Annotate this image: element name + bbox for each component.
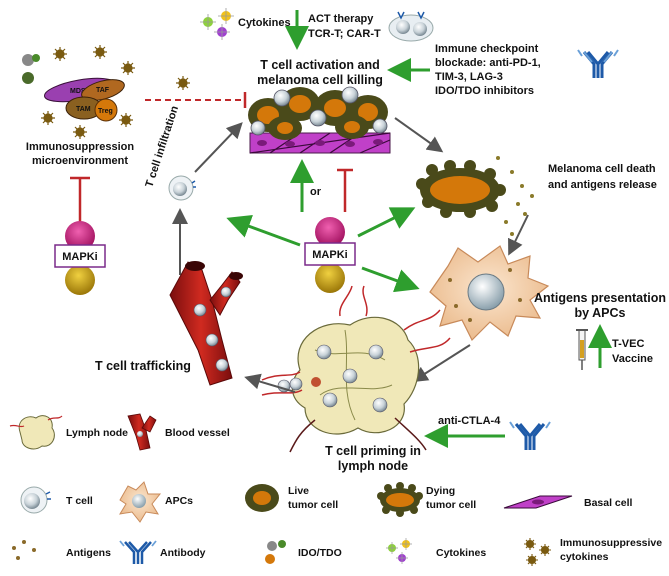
- tam-label: TAM: [76, 106, 91, 113]
- cytokines-label: Cytokines: [238, 17, 291, 29]
- mapki-to-death-arrow: [357, 207, 416, 238]
- legend-live-line1: Live: [288, 485, 309, 497]
- t-cell-icon: [20, 486, 51, 514]
- immunosuppression-line2: microenvironment: [32, 155, 128, 167]
- infiltrating-tcell: [168, 175, 196, 201]
- treg-label: Treg: [98, 108, 113, 115]
- death-to-apc-arrow: [508, 214, 529, 256]
- legend-basal-cell: Basal cell: [584, 497, 633, 509]
- mdsc-label: MDSC: [70, 88, 91, 95]
- cytokine-icon: [200, 8, 234, 40]
- mapki-to-apc-arrow: [361, 266, 420, 293]
- basal-cell-icon: [503, 495, 573, 509]
- death-line1: Melanoma cell death: [548, 163, 656, 175]
- lymph-node-icon: [9, 415, 63, 450]
- legend-t-cell: T cell: [66, 495, 93, 507]
- mapki-to-infiltration-arrow: [226, 214, 301, 247]
- antigen-dots: [496, 156, 534, 236]
- tumor-cluster: [248, 86, 388, 140]
- live-tumor-icon: [245, 484, 279, 512]
- tumor-killing-scene: [248, 86, 391, 154]
- mapki-left: MAPKi: [54, 221, 106, 295]
- taf-label: TAF: [96, 87, 110, 94]
- legend-cytokines: Cytokines: [436, 547, 486, 559]
- mapki-center-label: MAPKi: [312, 249, 347, 261]
- legend-lymph-node: Lymph node: [66, 427, 128, 439]
- checkpoint-line4: IDO/TDO inhibitors: [435, 85, 534, 97]
- tvec-line2: Vaccine: [612, 353, 653, 365]
- legend-ido-tdo: IDO/TDO: [298, 547, 342, 559]
- basal-cell-layer: [249, 132, 391, 154]
- priming-line1: T cell priming in: [325, 444, 421, 458]
- checkpoint-line2: blockade: anti-PD-1,: [435, 57, 541, 69]
- antibody-icon-ctla4: [509, 421, 551, 450]
- antibody-icon: [577, 49, 619, 78]
- trafficking-label: T cell trafficking: [95, 359, 191, 373]
- act-therapy-label: ACT therapy: [308, 13, 374, 25]
- tvec-line1: T-VEC: [612, 338, 644, 350]
- legend-antigens: Antigens: [66, 547, 111, 559]
- legend: Lymph node Blood vessel T cell APCs Live…: [9, 413, 662, 566]
- legend-antibody: Antibody: [160, 547, 206, 559]
- blood-vessel-large: [169, 261, 243, 386]
- lymph-node: [261, 285, 451, 453]
- mapki-left-label: MAPKi: [62, 251, 97, 263]
- immunosuppressive-cytokine-icon: [524, 538, 551, 566]
- death-line2: and antigens release: [548, 179, 657, 191]
- presentation-line1: Antigens presentation: [534, 291, 666, 305]
- blood-vessel-icon: [127, 413, 157, 451]
- legend-immunosuppressive-line1: Immunosuppressive: [560, 537, 662, 549]
- legend-dying-line2: tumor cell: [426, 499, 476, 511]
- ido-tdo-icon: [265, 540, 286, 564]
- or-label: or: [310, 186, 322, 198]
- dying-tumor-icon: [377, 482, 423, 517]
- tme-cluster: MDSC TAF TAM Treg: [22, 45, 190, 139]
- syringe-icon: [576, 329, 588, 370]
- legend-blood-vessel: Blood vessel: [165, 427, 230, 439]
- immunosuppressive-cytokine-cluster: [41, 45, 190, 139]
- apc-to-lymph-arrow: [411, 344, 471, 383]
- presentation-line2: by APCs: [575, 306, 626, 320]
- antibody-icon-legend: [119, 540, 157, 564]
- killing-to-death-arrow: [394, 117, 444, 153]
- mapki-center: MAPKi: [304, 217, 356, 293]
- tcr-car-label: TCR-T; CAR-T: [308, 28, 381, 40]
- activation-line2: melanoma cell killing: [257, 73, 383, 87]
- infiltration-arrow-upper: [194, 122, 243, 173]
- antigen-icon: [12, 540, 36, 560]
- legend-live-line2: tumor cell: [288, 499, 338, 511]
- infiltration-label: T cell infiltration: [143, 104, 181, 189]
- engineered-tcell-icon: [388, 11, 434, 42]
- apc-large: [429, 245, 550, 342]
- cytokines-top: Cytokines: [200, 8, 291, 40]
- legend-apcs: APCs: [165, 495, 193, 507]
- dying-tumor: [416, 160, 506, 218]
- apc-icon: [119, 481, 162, 523]
- activation-line1: T cell activation and: [260, 58, 379, 72]
- cytokine-legend-icon: [386, 538, 412, 564]
- legend-dying-line1: Dying: [426, 485, 455, 497]
- checkpoint-line1: Immune checkpoint: [435, 43, 539, 55]
- priming-line2: lymph node: [338, 459, 408, 473]
- lymph-to-vessel-arrow: [244, 373, 296, 393]
- immunosuppression-line1: Immunosuppression: [26, 141, 134, 153]
- checkpoint-line3: TIM-3, LAG-3: [435, 71, 503, 83]
- anti-ctla4-label: anti-CTLA-4: [438, 415, 501, 427]
- legend-immunosuppressive-line2: cytokines: [560, 551, 609, 563]
